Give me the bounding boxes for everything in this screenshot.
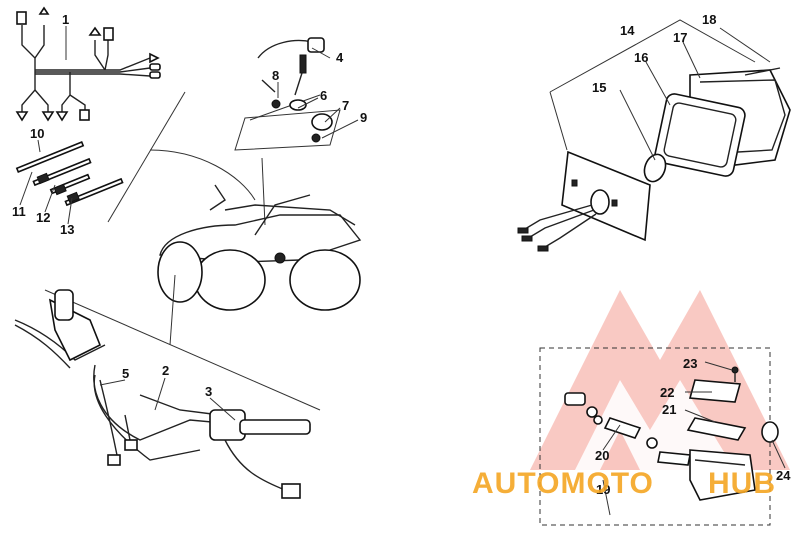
callout-6: 6 [320, 88, 327, 103]
callout-17: 17 [673, 30, 687, 45]
taillight-assembly [517, 19, 791, 252]
callout-3: 3 [205, 384, 212, 399]
callout-8: 8 [272, 68, 279, 83]
watermark-logo [530, 290, 790, 470]
watermark-text: AUTOMOTO HUB [472, 467, 776, 500]
callout-4: 4 [336, 50, 344, 65]
callout-22: 22 [660, 385, 674, 400]
ignition-switch [234, 37, 341, 151]
callout-13: 13 [60, 222, 74, 237]
callout-12: 12 [36, 210, 50, 225]
callout-14: 14 [620, 23, 635, 38]
callout-19: 19 [596, 482, 610, 497]
watermark-hub: HUB [708, 467, 776, 500]
callout-16: 16 [634, 50, 648, 65]
callout-24: 24 [776, 468, 791, 483]
atv-illustration [157, 184, 362, 311]
callout-7: 7 [342, 98, 349, 113]
handlebar-assembly [14, 289, 311, 499]
wire-harness [15, 6, 161, 122]
callout-18: 18 [702, 12, 716, 27]
callout-11: 11 [12, 204, 26, 219]
relay-kit [539, 347, 779, 526]
leader-lines [19, 26, 786, 516]
callout-labels: 1 2 3 4 5 6 7 8 9 10 11 12 13 14 15 16 1… [12, 12, 791, 497]
callout-2: 2 [162, 363, 169, 378]
cable-ties [15, 140, 124, 207]
callout-10: 10 [30, 126, 44, 141]
callout-23: 23 [683, 356, 697, 371]
callout-15: 15 [592, 80, 606, 95]
callout-20: 20 [595, 448, 609, 463]
callout-9: 9 [360, 110, 367, 125]
watermark-automoto: AUTOMOTO [472, 467, 654, 500]
callout-1: 1 [62, 12, 69, 27]
callout-5: 5 [122, 366, 129, 381]
callout-21: 21 [662, 402, 676, 417]
